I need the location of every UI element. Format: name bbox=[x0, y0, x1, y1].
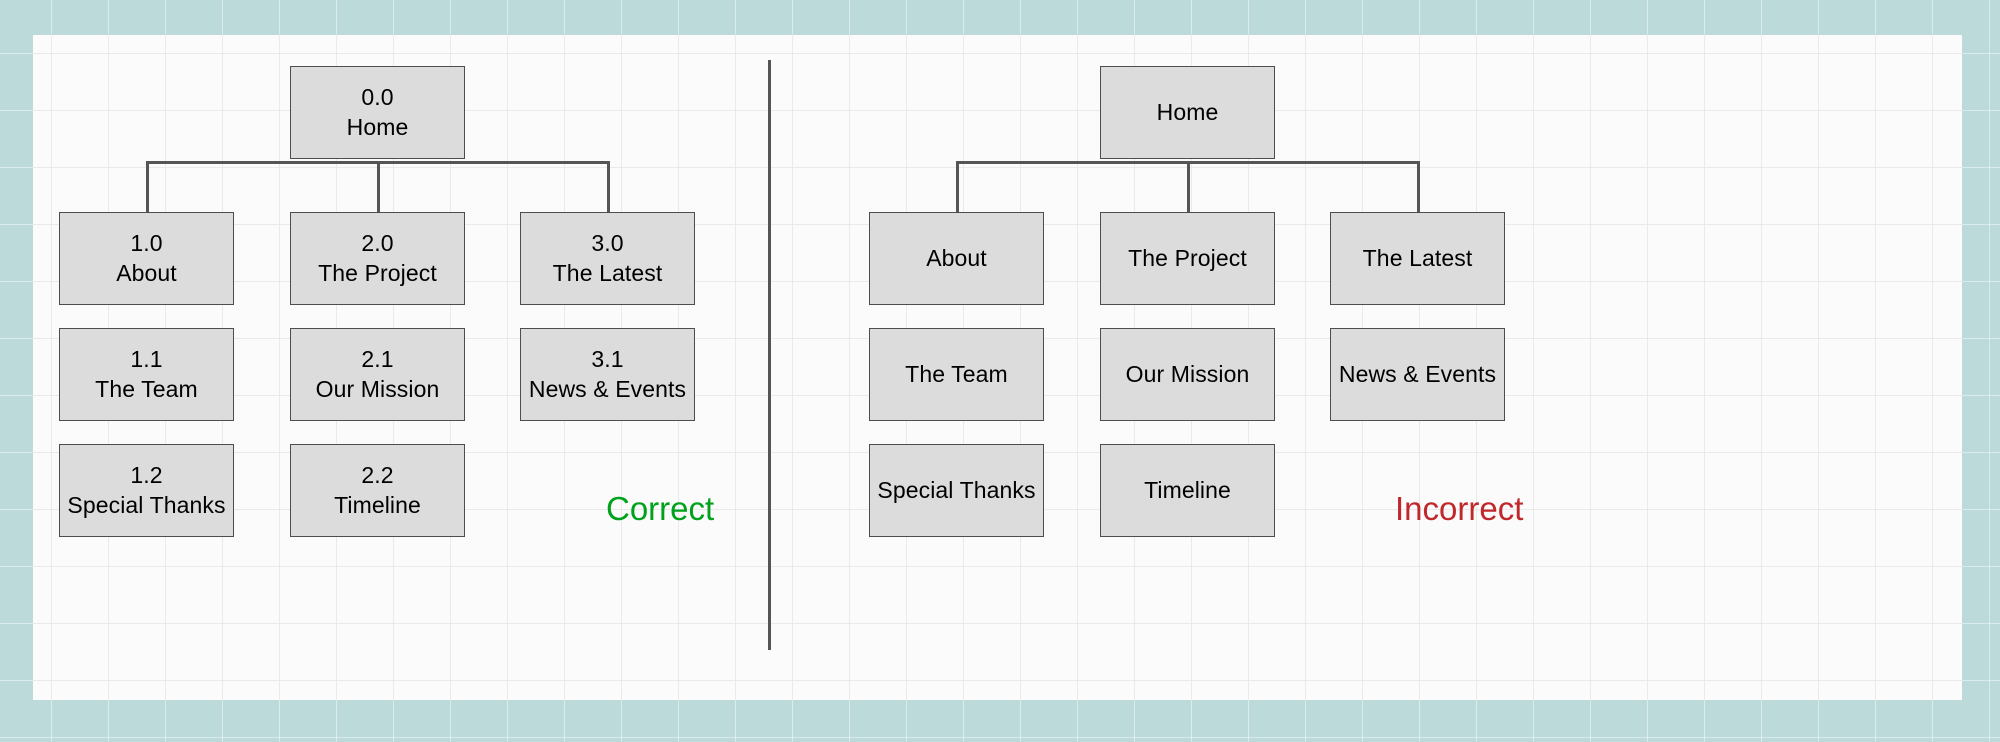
node-about[interactable]: 1.0 About bbox=[59, 212, 234, 305]
node-label: The Project bbox=[318, 259, 437, 286]
node-number: 1.2 bbox=[130, 461, 163, 488]
node-number: 3.1 bbox=[591, 345, 624, 372]
connector-bus-to-latest bbox=[1417, 161, 1420, 257]
node-the-latest[interactable]: The Latest bbox=[1330, 212, 1505, 305]
node-our-mission[interactable]: 2.1 Our Mission bbox=[290, 328, 465, 421]
node-special-thanks[interactable]: Special Thanks bbox=[869, 444, 1044, 537]
connector-bus-to-latest bbox=[607, 161, 610, 257]
node-our-mission[interactable]: Our Mission bbox=[1100, 328, 1275, 421]
node-timeline[interactable]: Timeline bbox=[1100, 444, 1275, 537]
node-label: News & Events bbox=[528, 375, 687, 402]
connector-bus-to-about bbox=[146, 161, 149, 257]
node-label: The Latest bbox=[552, 259, 663, 286]
node-label: Home bbox=[1156, 98, 1219, 125]
node-timeline[interactable]: 2.2 Timeline bbox=[290, 444, 465, 537]
node-label: Our Mission bbox=[315, 375, 440, 402]
node-label: About bbox=[116, 259, 177, 286]
node-number: 2.0 bbox=[361, 229, 394, 256]
node-label: Special Thanks bbox=[877, 476, 1036, 503]
node-number: 1.1 bbox=[130, 345, 163, 372]
connector-bus-to-project bbox=[1187, 161, 1190, 257]
node-label: Our Mission bbox=[1125, 360, 1250, 387]
node-label: About bbox=[926, 244, 987, 271]
node-number: 2.2 bbox=[361, 461, 394, 488]
node-label: Timeline bbox=[334, 491, 421, 518]
verdict-incorrect-label: Incorrect bbox=[1395, 490, 1524, 527]
diagram-canvas: 0.0 Home 1.0 About 2.0 The Project 3.0 T… bbox=[33, 35, 1962, 700]
node-the-team[interactable]: The Team bbox=[869, 328, 1044, 421]
node-the-project[interactable]: The Project bbox=[1100, 212, 1275, 305]
node-news-and-events[interactable]: News & Events bbox=[1330, 328, 1505, 421]
node-home[interactable]: Home bbox=[1100, 66, 1275, 159]
node-label: The Project bbox=[1128, 244, 1247, 271]
node-special-thanks[interactable]: 1.2 Special Thanks bbox=[59, 444, 234, 537]
node-the-latest[interactable]: 3.0 The Latest bbox=[520, 212, 695, 305]
node-label: Home bbox=[346, 113, 409, 140]
verdict-correct-label: Correct bbox=[606, 490, 715, 527]
node-number: 2.1 bbox=[361, 345, 394, 372]
node-the-team[interactable]: 1.1 The Team bbox=[59, 328, 234, 421]
node-number: 3.0 bbox=[591, 229, 624, 256]
node-about[interactable]: About bbox=[869, 212, 1044, 305]
panel-divider bbox=[768, 60, 771, 650]
connector-bus-to-project bbox=[377, 161, 380, 257]
node-label: News & Events bbox=[1338, 360, 1497, 387]
node-label: The Team bbox=[905, 360, 1008, 387]
node-the-project[interactable]: 2.0 The Project bbox=[290, 212, 465, 305]
connector-bus-to-about bbox=[956, 161, 959, 257]
node-number: 1.0 bbox=[130, 229, 163, 256]
node-label: Timeline bbox=[1144, 476, 1231, 503]
node-label: The Latest bbox=[1362, 244, 1473, 271]
node-label: The Team bbox=[95, 375, 198, 402]
node-news-and-events[interactable]: 3.1 News & Events bbox=[520, 328, 695, 421]
node-number: 0.0 bbox=[361, 83, 394, 110]
node-label: Special Thanks bbox=[67, 491, 226, 518]
node-home[interactable]: 0.0 Home bbox=[290, 66, 465, 159]
